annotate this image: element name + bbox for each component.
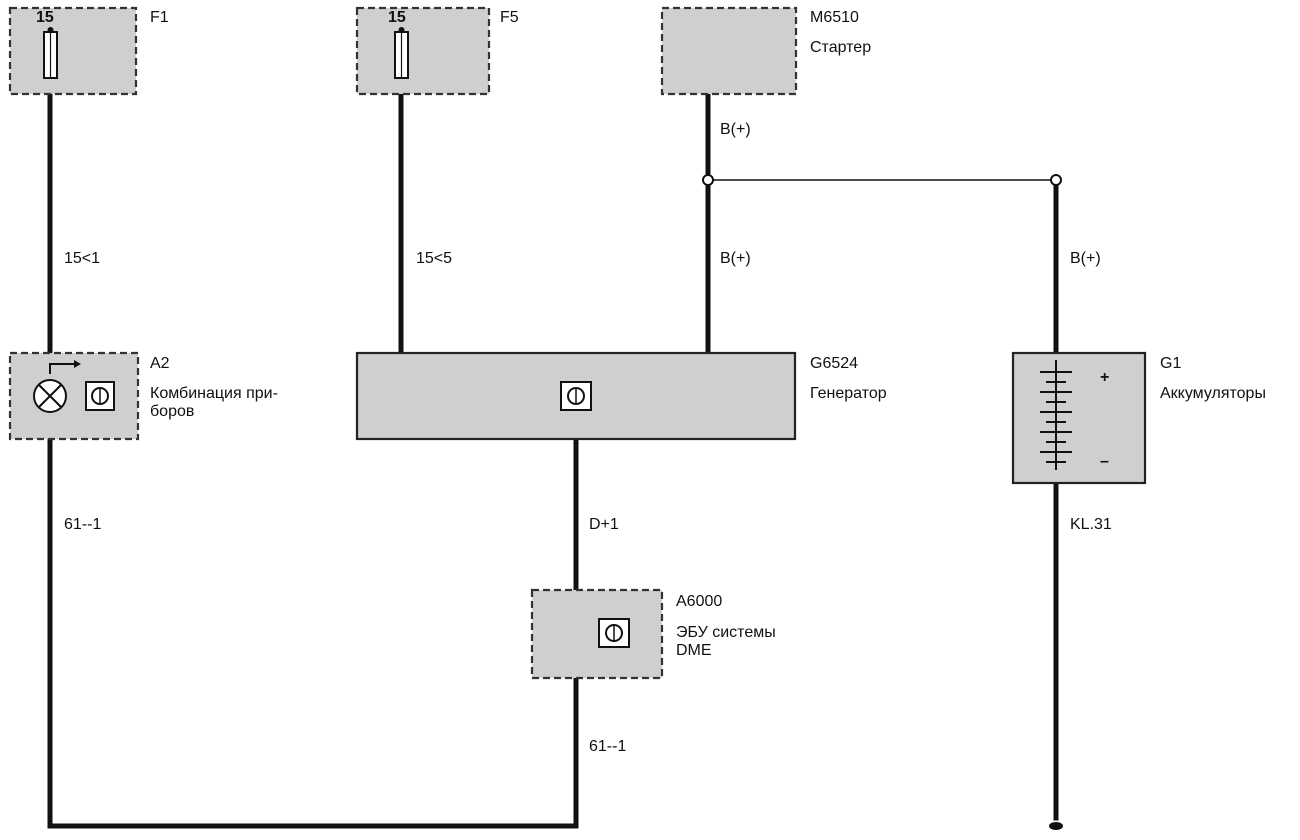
battery-cells-icon — [1040, 360, 1072, 470]
battery-name: Аккумуляторы — [1160, 385, 1266, 402]
wire-labels: 15<1 15<5 B(+) B(+) B(+) 61--1 D+1 61--1… — [64, 121, 1112, 755]
starter-box — [660, 6, 798, 96]
instrument-cluster-name-line2: боров — [150, 403, 194, 420]
generator-g6524: G6524 Генератор — [355, 351, 887, 441]
ecu-name-line1: ЭБУ системы — [676, 624, 776, 641]
arrow-icon — [49, 360, 81, 374]
wire-label-61-1-bottom: 61--1 — [589, 738, 626, 755]
starter-name: Стартер — [810, 39, 871, 56]
battery-g1: + – G1 Аккумуляторы — [1011, 351, 1266, 485]
starter-ref: M6510 — [810, 9, 859, 26]
battery-box — [1011, 351, 1147, 485]
wire-label-15-1: 15<1 — [64, 250, 100, 267]
fuse-f5-ref: F5 — [500, 9, 519, 26]
lamp-icon — [33, 379, 67, 413]
instrument-cluster-name-line1: Комбинация при- — [150, 385, 278, 402]
battery-ref: G1 — [1160, 355, 1181, 372]
fuse-f5-pin: 15 — [388, 9, 406, 26]
ecu-a6000: A6000 ЭБУ системы DME — [530, 588, 776, 680]
ecu-box — [530, 588, 664, 680]
junction-node-right — [1050, 174, 1062, 186]
wire-label-bplus-battery: B(+) — [1070, 250, 1101, 267]
generator-ref: G6524 — [810, 355, 858, 372]
wire-label-61-1-left: 61--1 — [64, 516, 101, 533]
battery-plus-sign: + — [1100, 369, 1109, 386]
generator-name: Генератор — [810, 385, 887, 402]
instrument-cluster-a2: A2 Комбинация при- боров — [8, 351, 278, 441]
control-unit-icon — [85, 381, 115, 411]
ecu-name-line2: DME — [676, 642, 712, 659]
fuse-f1-ref: F1 — [150, 9, 169, 26]
control-unit-icon — [598, 618, 630, 648]
fuse-f1-pin: 15 — [36, 9, 54, 26]
fuse-icon — [394, 27, 409, 79]
fuse-f1: 15 F1 — [8, 6, 169, 96]
fuse-f5: 15 F5 — [355, 6, 519, 96]
fuse-f5-box — [355, 6, 491, 96]
battery-minus-sign: – — [1100, 453, 1109, 470]
ecu-ref: A6000 — [676, 593, 722, 610]
ground-terminal-icon — [1049, 822, 1063, 830]
control-unit-icon — [560, 381, 592, 411]
wire-label-bplus-starter: B(+) — [720, 121, 751, 138]
wire-label-bplus-generator: B(+) — [720, 250, 751, 267]
junction-node-left — [702, 174, 714, 186]
fuse-f1-box — [8, 6, 138, 96]
starter-m6510: M6510 Стартер — [660, 6, 871, 96]
wires — [47, 37, 1063, 830]
wire-label-d-plus-1: D+1 — [589, 516, 619, 533]
fuse-icon — [43, 27, 58, 79]
instrument-cluster-ref: A2 — [150, 355, 170, 372]
wire-label-kl31: KL.31 — [1070, 516, 1112, 533]
wire-label-15-5: 15<5 — [416, 250, 452, 267]
